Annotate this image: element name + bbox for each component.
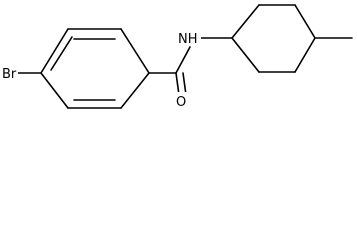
bond-carbonyl-o-1: [175, 72, 180, 96]
bromine-label: Br: [2, 67, 17, 82]
br-label-bg: [0, 64, 18, 82]
bond-chx-1: [231, 4, 260, 39]
bond-chx-6: [231, 37, 260, 73]
bond-carbonyl-o-2: [182, 72, 187, 96]
molecule-structure: Br NH O: [0, 4, 353, 110]
nh-label-bg: [176, 30, 201, 46]
bond-chx-4: [294, 37, 316, 73]
bond-ring-3: [120, 28, 150, 74]
benzene-ring: [40, 28, 150, 109]
oxygen-label: O: [176, 95, 186, 110]
bond-chx-3: [294, 4, 316, 39]
bond-ring-6: [40, 72, 69, 109]
bond-ring-4: [120, 72, 150, 109]
cyclohexane-ring: [231, 4, 316, 73]
amide-nitrogen-label: NH: [178, 32, 198, 47]
bond-ring-inner-1: [50, 36, 73, 71]
bond-carbonyl-n: [175, 46, 191, 74]
bond-ring-1: [40, 28, 69, 74]
oxygen-label-bg: [174, 92, 190, 110]
